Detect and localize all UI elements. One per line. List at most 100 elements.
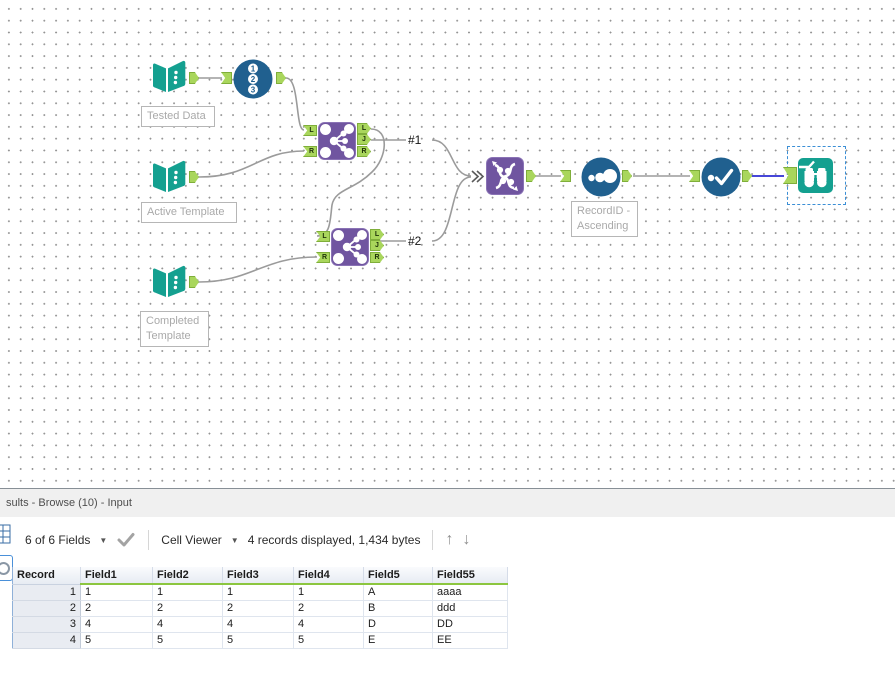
column-header-field4[interactable]: Field4 <box>293 567 364 585</box>
svg-text:3: 3 <box>251 85 256 94</box>
column-header-field3[interactable]: Field3 <box>222 567 294 585</box>
table-cell[interactable]: E <box>363 632 433 649</box>
apply-check-icon[interactable] <box>116 532 136 548</box>
table-cell[interactable]: A <box>363 584 433 601</box>
table-view-icon[interactable] <box>0 524 11 544</box>
table-cell[interactable]: 2 <box>222 600 294 617</box>
union-output-anchor[interactable] <box>526 170 536 182</box>
table-cell[interactable]: 4 <box>152 616 223 633</box>
profile-view-icon <box>0 561 10 575</box>
browse-tool[interactable] <box>797 157 834 199</box>
join1-output-right-anchor[interactable]: R <box>357 146 371 157</box>
cell-viewer-dropdown[interactable]: Cell Viewer <box>161 533 222 547</box>
input-data-icon <box>153 60 186 92</box>
table-cell[interactable]: 4 <box>293 616 364 633</box>
table-cell[interactable]: 1 <box>222 584 294 601</box>
union-tool[interactable] <box>486 157 524 200</box>
column-header-field55[interactable]: Field55 <box>432 567 508 585</box>
join-tool-1[interactable] <box>318 122 356 165</box>
toolbar-divider <box>432 530 434 550</box>
column-header-record[interactable]: Record <box>12 567 81 585</box>
table-cell[interactable]: 4 <box>222 616 294 633</box>
join-icon <box>331 228 369 266</box>
table-cell[interactable]: 5 <box>293 632 364 649</box>
results-header-row: Record Field1 Field2 Field3 Field4 Field… <box>12 567 508 585</box>
tested-data-annotation[interactable]: Tested Data <box>141 106 215 127</box>
cell-viewer-caret-icon[interactable]: ▼ <box>230 535 239 545</box>
record-id-icon: 1 2 3 <box>233 59 273 99</box>
records-info-text: 4 records displayed, 1,434 bytes <box>247 533 421 547</box>
record-id-tool[interactable]: 1 2 3 <box>233 59 273 104</box>
table-cell[interactable]: D <box>363 616 433 633</box>
connection-join1L-to-join2-L[interactable] <box>316 128 385 237</box>
table-row: 2 2 2 2 2 B ddd <box>12 600 508 617</box>
column-header-field2[interactable]: Field2 <box>152 567 223 585</box>
join1-output-join-anchor[interactable]: J <box>357 134 371 145</box>
join2-hash-annotation[interactable]: #2 <box>408 234 422 248</box>
scroll-up-arrow-icon[interactable]: ↑ <box>445 531 454 548</box>
column-header-field1[interactable]: Field1 <box>80 567 153 585</box>
union-multi-input-anchor[interactable] <box>471 170 485 183</box>
join1-output-left-anchor[interactable]: L <box>357 123 371 134</box>
recordid-output-anchor[interactable] <box>276 72 286 84</box>
table-cell[interactable]: 5 <box>222 632 294 649</box>
input-data-tool-completed[interactable] <box>147 263 189 308</box>
table-cell[interactable]: 4 <box>80 616 153 633</box>
active-template-annotation[interactable]: Active Template <box>141 202 237 223</box>
row-number-cell[interactable]: 3 <box>12 616 81 633</box>
table-cell[interactable]: aaaa <box>432 584 508 601</box>
sort-tool[interactable] <box>581 157 621 202</box>
tested-output-anchor[interactable] <box>189 72 199 84</box>
fields-dropdown-caret-icon[interactable]: ▼ <box>99 535 108 545</box>
table-cell[interactable]: 5 <box>80 632 153 649</box>
scroll-down-arrow-icon[interactable]: ↓ <box>462 531 471 548</box>
table-cell[interactable]: EE <box>432 632 508 649</box>
row-number-cell[interactable]: 4 <box>12 632 81 649</box>
results-panel: sults - Browse (10) - Input 6 of 6 Field… <box>0 488 895 687</box>
completed-output-anchor[interactable] <box>189 276 199 288</box>
row-number-cell[interactable]: 1 <box>12 584 81 601</box>
select-tool[interactable] <box>701 157 741 202</box>
table-row: 4 5 5 5 5 E EE <box>12 632 508 649</box>
join-tool-2[interactable] <box>331 228 369 271</box>
join1-hash-annotation[interactable]: #1 <box>408 133 422 147</box>
completed-template-annotation[interactable]: Completed Template <box>140 311 209 347</box>
sort-annotation[interactable]: RecordID - Ascending <box>571 201 638 237</box>
results-table: Record Field1 Field2 Field3 Field4 Field… <box>12 567 508 649</box>
sort-output-anchor[interactable] <box>622 170 632 182</box>
connection-join1-J-to-union[interactable] <box>431 139 472 177</box>
row-number-cell[interactable]: 2 <box>12 600 81 617</box>
workflow-canvas[interactable]: Tested Data 1 2 3 L R <box>0 0 895 488</box>
join-icon <box>318 122 356 160</box>
table-cell[interactable]: 1 <box>152 584 223 601</box>
active-output-anchor[interactable] <box>189 171 199 183</box>
union-zipper-icon <box>486 157 524 195</box>
select-output-anchor[interactable] <box>742 170 752 182</box>
input-data-tool-active[interactable] <box>147 158 189 203</box>
table-cell[interactable]: 1 <box>293 584 364 601</box>
svg-text:2: 2 <box>251 75 256 84</box>
table-cell[interactable]: 2 <box>152 600 223 617</box>
fields-summary-dropdown[interactable]: 6 of 6 Fields <box>25 533 91 547</box>
results-panel-body: 6 of 6 Fields ▼ Cell Viewer ▼ 4 records … <box>0 517 895 687</box>
input-data-icon <box>153 160 186 192</box>
connection-recordid-to-join1-L[interactable] <box>285 77 305 131</box>
table-cell[interactable]: DD <box>432 616 508 633</box>
toolbar-divider <box>148 530 150 550</box>
join2-output-join-anchor[interactable]: J <box>370 240 384 251</box>
join2-output-left-anchor[interactable]: L <box>370 229 384 240</box>
table-cell[interactable]: 2 <box>293 600 364 617</box>
table-cell[interactable]: 1 <box>80 584 153 601</box>
table-cell[interactable]: 5 <box>152 632 223 649</box>
column-header-field5[interactable]: Field5 <box>363 567 433 585</box>
connection-completed-to-join2-R[interactable] <box>198 256 318 283</box>
connection-active-to-join1-R[interactable] <box>198 150 305 178</box>
browse-binoculars-icon <box>798 158 833 193</box>
join2-output-right-anchor[interactable]: R <box>370 252 384 263</box>
connection-join2-J-to-union[interactable] <box>431 176 472 242</box>
table-cell[interactable]: 2 <box>80 600 153 617</box>
table-cell[interactable]: B <box>363 600 433 617</box>
table-cell[interactable]: ddd <box>432 600 508 617</box>
input-data-tool-tested[interactable] <box>147 58 189 103</box>
sort-icon <box>581 157 621 197</box>
